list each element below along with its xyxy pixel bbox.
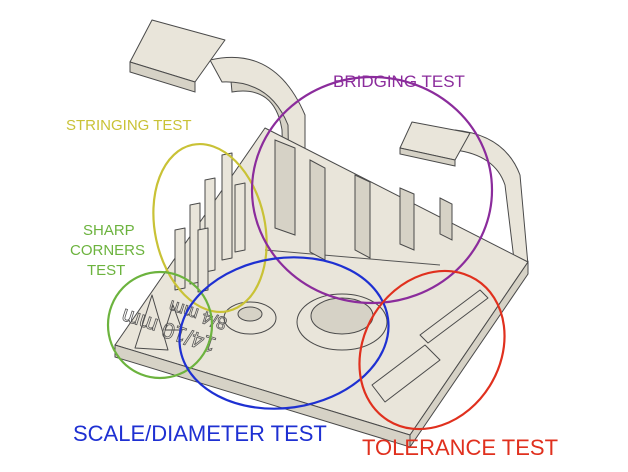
right-overhang-arch [399,121,529,269]
sharp-corners-test-outline [106,270,214,380]
sharp-corners-label-line1: SHARP [83,222,135,239]
sharp-corners-label-line2: CORNERS [70,242,146,259]
left-overhang-arch [129,19,306,241]
bridging-walls [274,139,453,261]
tolerance-combs [371,289,489,403]
sharp-corner-pyramids [134,294,183,351]
stringing-test-label: STRINGING TEST [66,117,192,134]
scale-diameter-test-outline [178,256,390,410]
scale-diameter-test-label: SCALE/DIAMETER TEST [73,421,327,446]
bridging-test-outline [250,75,494,305]
tolerance-test-label: TOLERANCE TEST [362,435,559,460]
stringing-pillars [174,152,246,293]
tolerance-test-outline [358,269,506,431]
diameter-rings [223,293,388,351]
bridging-test-label: BRIDGING TEST [333,72,465,91]
stringing-test-outline [152,142,268,314]
sharp-corners-label-line3: TEST [87,262,126,279]
